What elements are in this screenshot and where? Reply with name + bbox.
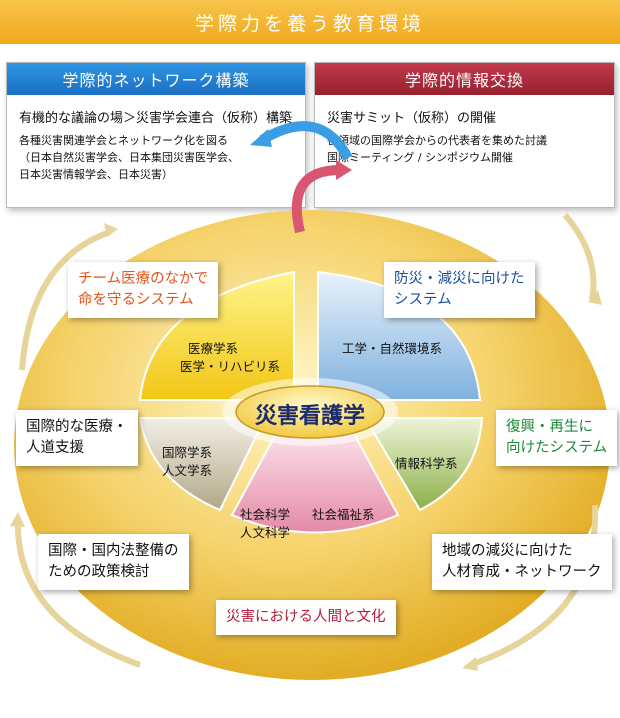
segment-social-line: 人文科学 <box>240 525 291 540</box>
label-humanitarian: 国際的な医療・ 人道支援 <box>16 410 138 466</box>
label-recovery-line: 向けたシステム <box>506 440 608 456</box>
network-panel-line: （日本自然災害学会、日本集団災害医学会、 <box>19 151 239 164</box>
cycle-arrow <box>469 504 599 668</box>
segment-international-line: 人文学系 <box>162 463 213 478</box>
segment-social-right-label: 社会福祉系 <box>312 507 375 522</box>
network-panel-main: 有機的な議論の場＞災害学会連合（仮称）構築 <box>19 111 293 126</box>
segment-social-line: 社会科学 <box>240 507 291 522</box>
segment-info-label: 情報科学系 <box>395 456 458 471</box>
segment-social <box>230 429 400 534</box>
segment-social-left-label: 社会科学 人文科学 <box>240 506 290 542</box>
network-panel: 学際的ネットワーク構築 有機的な議論の場＞災害学会連合（仮称）構築 各種災害関連… <box>6 62 306 208</box>
label-team-medical-line: チーム医療のなかで <box>78 271 209 287</box>
label-law-policy-line: 国際・国内法整備の <box>48 543 179 559</box>
segment-medical <box>138 270 295 401</box>
cycle-arrow <box>19 229 111 371</box>
network-panel-line: 日本災害情報学会、日本災害） <box>19 168 173 181</box>
exchange-arrow-red <box>291 165 341 234</box>
label-humanitarian-line: 人道支援 <box>26 440 84 456</box>
arrowhead-blue <box>250 129 272 147</box>
center-node <box>235 385 385 439</box>
exchange-arrow-blue <box>259 121 353 161</box>
label-recovery: 復興・再生に 向けたシステム <box>496 410 618 466</box>
cycle-arrow <box>14 519 142 668</box>
exchange-panel-line: 国際ミーティング / シンポジウム開催 <box>327 151 514 164</box>
segment-medical-line: 医学・リハビリ系 <box>180 359 281 374</box>
exchange-panel-line: 各領域の国際学会からの代表者を集めた討議 <box>327 134 547 147</box>
title-banner: 学際力を養う教育環境 <box>0 0 620 44</box>
label-culture: 災害における人間と文化 <box>216 600 396 635</box>
label-local-hr-line: 地域の減災に向けた <box>442 543 573 559</box>
cycle-arrowhead <box>462 657 478 671</box>
label-law-policy-line: ための政策検討 <box>48 564 150 580</box>
label-prevention-line: 防災・減災に向けた <box>394 271 525 287</box>
segment-engineering-label: 工学・自然環境系 <box>342 341 443 356</box>
label-humanitarian-line: 国際的な医療・ <box>26 419 128 435</box>
label-team-medical-line: 命を守るシステム <box>78 292 194 308</box>
label-law-policy: 国際・国内法整備の ための政策検討 <box>38 534 189 590</box>
network-panel-heading: 学際的ネットワーク構築 <box>7 63 305 95</box>
segment-international <box>138 417 267 512</box>
exchange-panel: 学際的情報交換 災害サミット（仮称）の開催 各領域の国際学会からの代表者を集めた… <box>314 62 615 208</box>
segment-medical-label: 医療学系 医学・リハビリ系 <box>180 340 280 376</box>
segment-info <box>363 417 484 512</box>
label-local-hr-line: 人材育成・ネットワーク <box>442 564 602 580</box>
center-label: 災害看護学 <box>254 404 365 429</box>
segment-international-line: 国際学系 <box>162 445 213 460</box>
label-prevention-line: システム <box>394 292 452 308</box>
label-prevention: 防災・減災に向けた システム <box>384 262 535 318</box>
cycle-arrowhead <box>10 512 25 527</box>
cycle-arrowhead <box>104 223 118 237</box>
cycle-arrowhead <box>588 290 602 305</box>
label-team-medical: チーム医療のなかで 命を守るシステム <box>68 262 219 318</box>
segment-international-label: 国際学系 人文学系 <box>162 444 212 480</box>
segment-engineering <box>317 270 482 401</box>
exchange-panel-main: 災害サミット（仮称）の開催 <box>327 111 497 126</box>
segment-medical-line: 医療学系 <box>188 341 239 356</box>
label-local-hr: 地域の減災に向けた 人材育成・ネットワーク <box>432 534 612 590</box>
page-title: 学際力を養う教育環境 <box>194 12 425 35</box>
cycle-arrow <box>562 213 597 301</box>
network-panel-line: 各種災害関連学会とネットワーク化を図る <box>19 134 228 147</box>
arrowhead-red <box>336 160 352 180</box>
label-recovery-line: 復興・再生に <box>506 419 593 435</box>
exchange-panel-heading: 学際的情報交換 <box>315 63 614 95</box>
